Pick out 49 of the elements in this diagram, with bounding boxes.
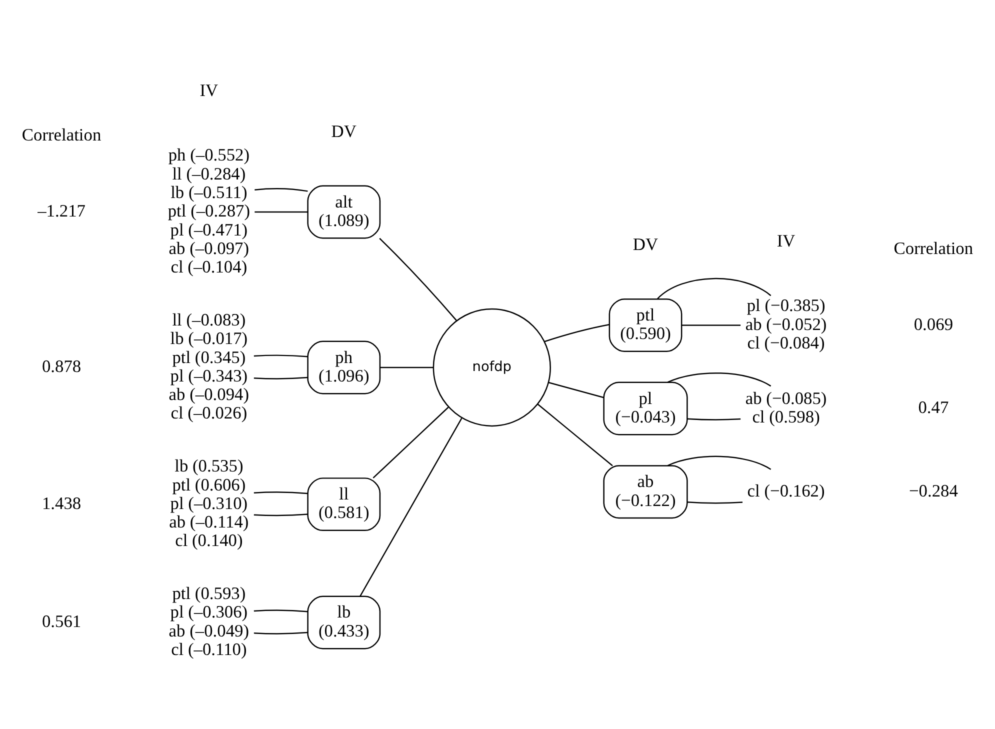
- label: –1.217: [38, 200, 86, 220]
- connector: [254, 491, 308, 494]
- node-text: cl (−0.162): [747, 480, 825, 500]
- node-text: lb (0.535) ptl (0.606) pl (–0.310) ab (–0.114) cl (0.140): [169, 455, 249, 550]
- node-box: ph (1.096): [307, 340, 381, 394]
- label: 0.47: [918, 396, 949, 417]
- connector: [544, 324, 610, 342]
- label: 0.878: [42, 356, 82, 376]
- label: 0.069: [914, 313, 954, 334]
- label: IV: [776, 230, 796, 250]
- label: 1.438: [42, 492, 82, 512]
- connector: [548, 381, 604, 398]
- node-box: ptl (0.590): [608, 298, 682, 352]
- connector: [537, 403, 613, 466]
- connector: [254, 631, 308, 634]
- node-text: ptl (0.593) pl (–0.306) ab (–0.049) cl (–0.110): [168, 582, 250, 659]
- connector: [254, 210, 308, 212]
- node-box: lb (0.433): [307, 595, 381, 649]
- connector: [372, 406, 449, 478]
- label: DV: [331, 120, 356, 141]
- connector: [668, 455, 772, 470]
- label: Correlation: [22, 124, 102, 144]
- node-box: ll (0.581): [307, 477, 381, 531]
- connector: [360, 417, 462, 596]
- node-text: pl (−0.385) ab (−0.052) cl (−0.084): [745, 294, 827, 352]
- connector: [254, 188, 308, 192]
- node-box: ab (−0.122): [603, 464, 688, 518]
- label: −0.284: [908, 480, 958, 500]
- connector: [687, 501, 743, 504]
- node-box: pl (−0.043): [603, 381, 688, 435]
- connector: [254, 513, 308, 516]
- connector: [687, 418, 741, 420]
- connector: [254, 354, 308, 357]
- connector: [254, 376, 308, 379]
- connector: [657, 277, 772, 299]
- node-text: ph (–0.552) ll (–0.284) lb (–0.511) ptl (–0.287) pl (–0.471) ab (–0.097) cl (–0.104): [168, 144, 250, 276]
- label: IV: [200, 79, 218, 100]
- node-text: ab (−0.085) cl (0.598): [745, 387, 827, 426]
- connector: [668, 372, 772, 386]
- connector: [254, 609, 308, 612]
- connector: [379, 237, 457, 320]
- label: DV: [632, 234, 658, 254]
- connector: [380, 366, 434, 368]
- connector: [682, 324, 741, 326]
- label: Correlation: [894, 237, 974, 258]
- node-circle: nofdp: [432, 308, 551, 426]
- node-text: ll (–0.083) lb (–0.017) ptl (0.345) pl (–0.343) ab (–0.094) cl (–0.026): [168, 308, 250, 422]
- node-box: alt (1.089): [307, 184, 381, 238]
- label: 0.561: [42, 610, 82, 631]
